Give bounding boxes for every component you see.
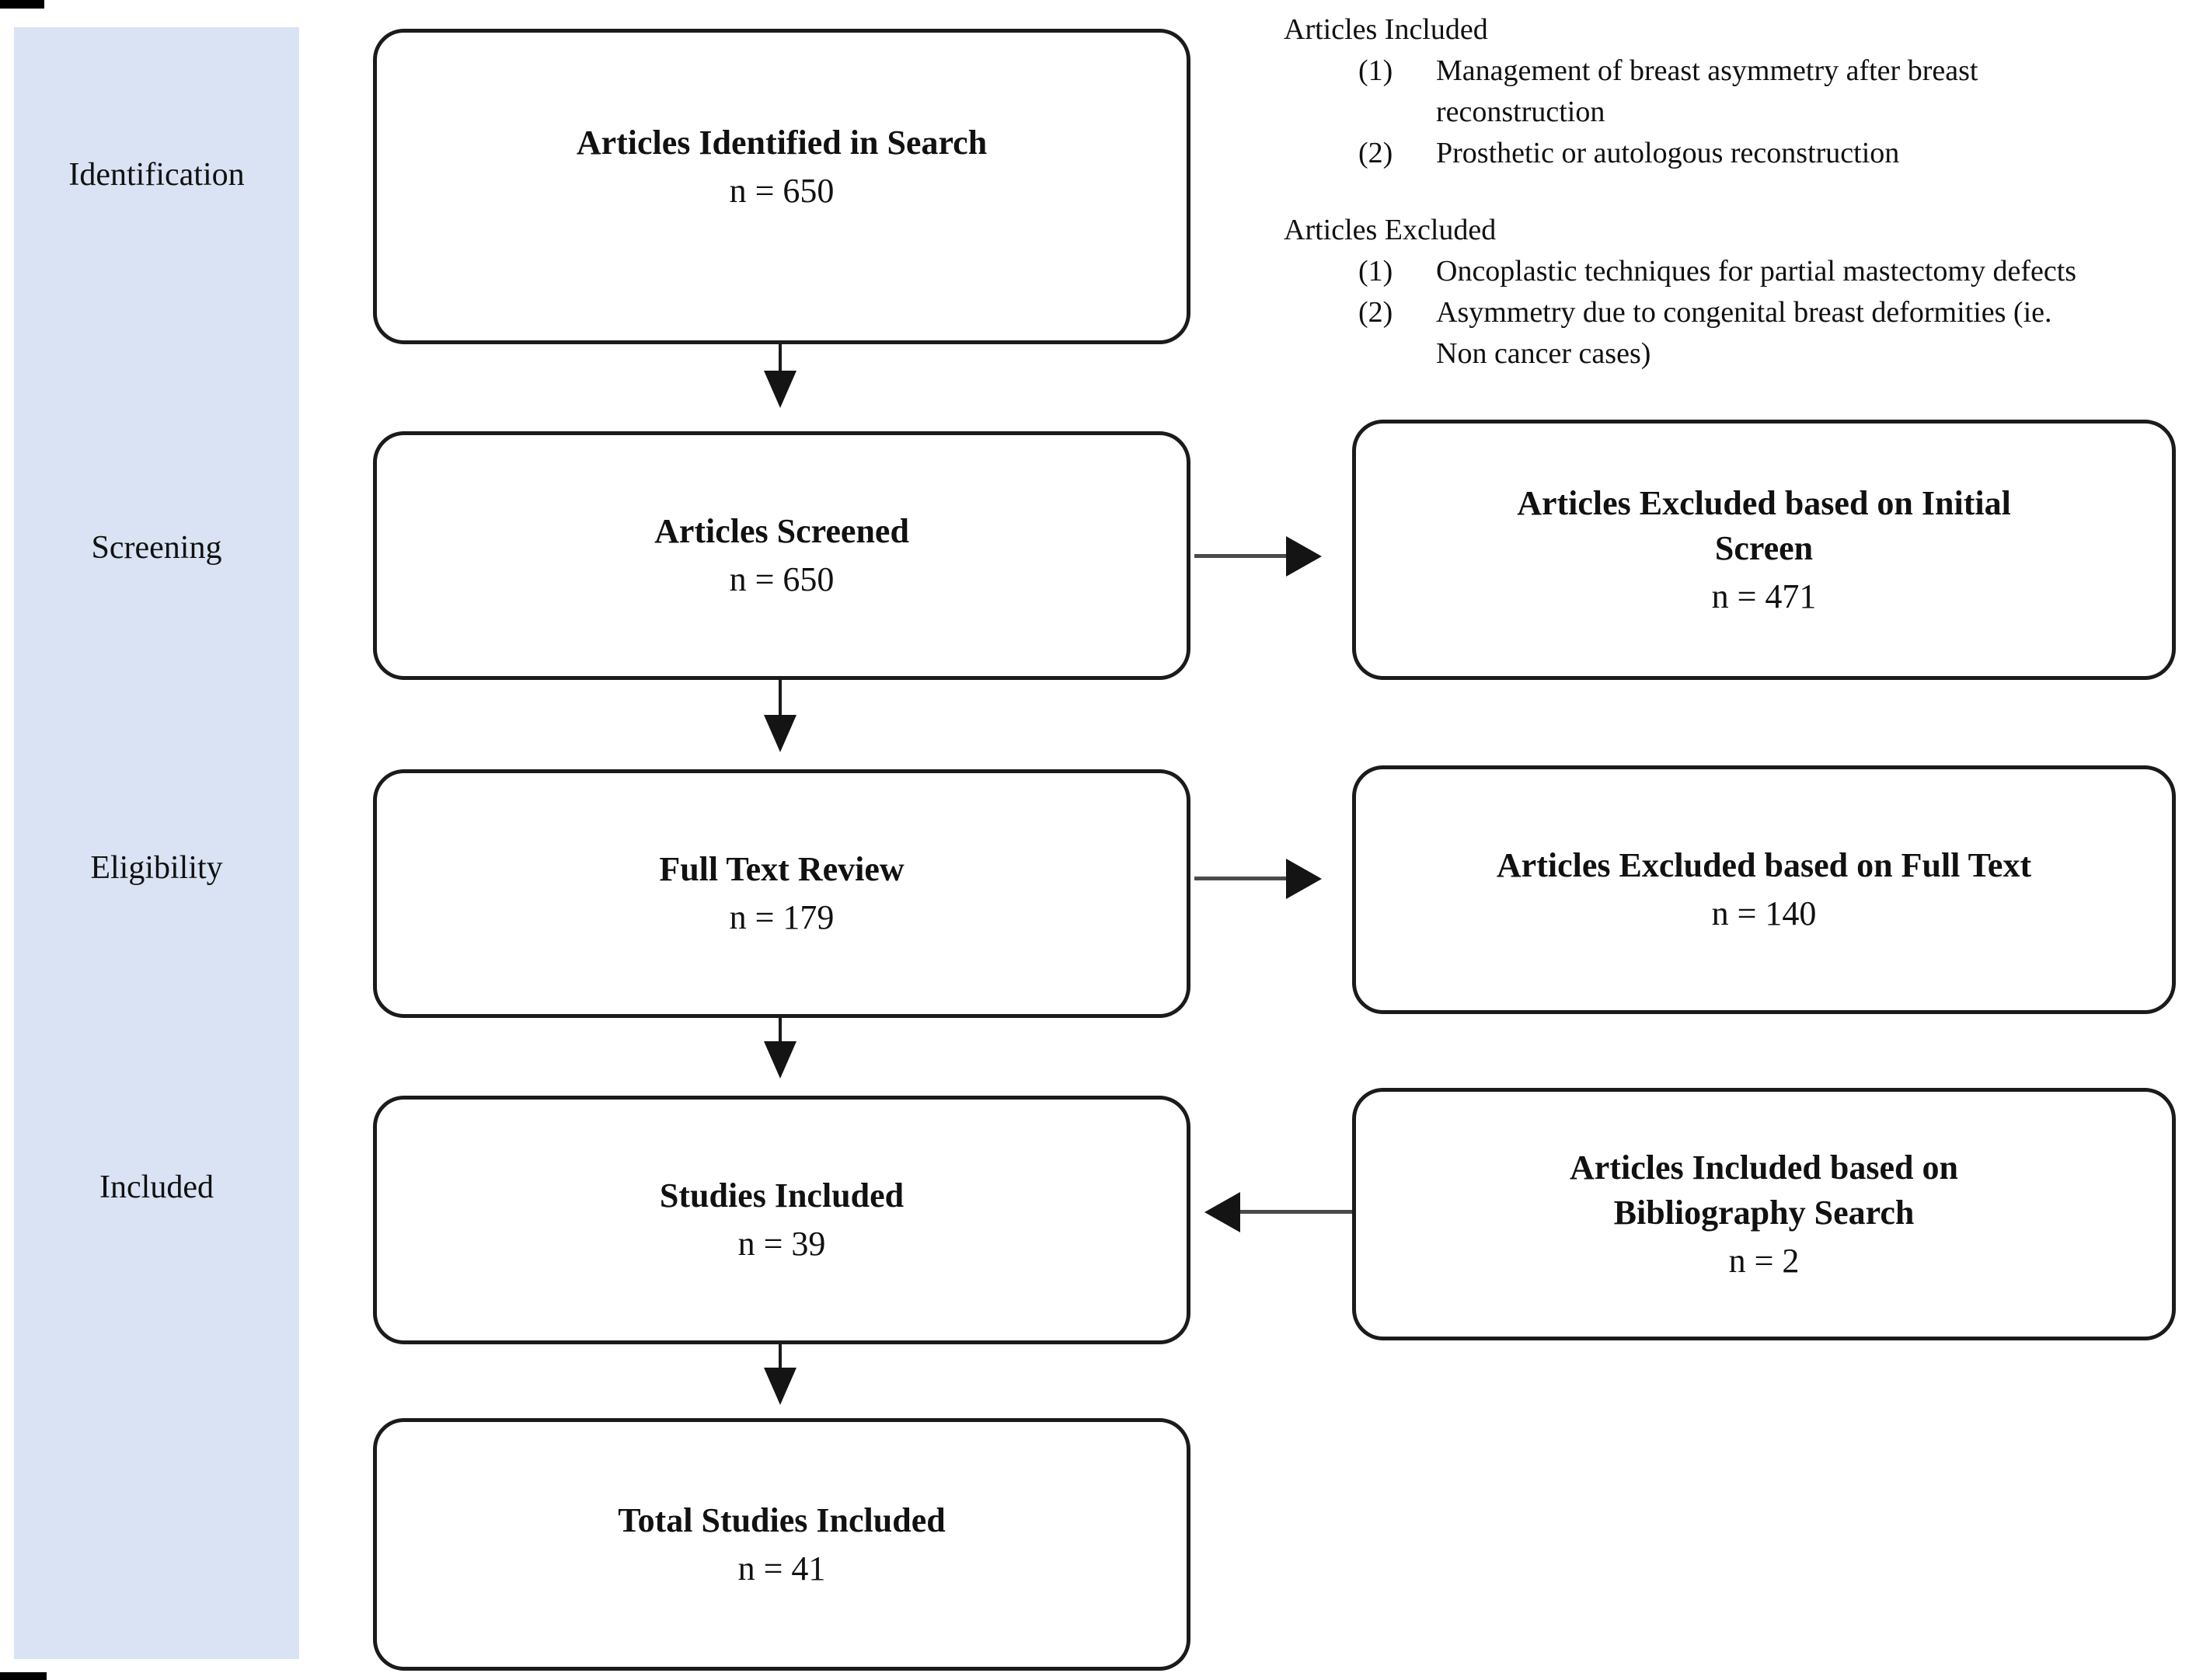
item-text: Asymmetry due to congenital breast defor… <box>1436 296 2052 370</box>
scan-artifact-bottom <box>0 1672 47 1680</box>
annotation-item: (2) Prosthetic or autologous reconstruct… <box>1358 133 2189 174</box>
phase-sidebar <box>14 27 299 1659</box>
scan-artifact-top <box>0 0 44 9</box>
arrow-down-4-head <box>764 1368 796 1405</box>
annotation-heading: Articles Excluded <box>1284 214 1497 246</box>
annotation-block: Articles Included (1) Management of brea… <box>1284 9 2189 375</box>
item-number: (2) <box>1358 137 1393 169</box>
phase-label-included: Included <box>99 1169 214 1205</box>
arrow-right-fulltext-shaft <box>1194 877 1286 880</box>
annotation-item: (2) Asymmetry due to congenital breast d… <box>1358 292 2189 375</box>
box-count: n = 41 <box>737 1549 826 1588</box>
box-articles-identified: Articles Identified in Search n = 650 <box>373 29 1190 344</box>
item-number: (2) <box>1358 296 1393 329</box>
annotation-heading: Articles Included <box>1284 13 1488 46</box>
box-count: n = 179 <box>729 898 835 936</box>
arrow-down-1-shaft <box>779 344 782 372</box>
arrow-down-2-head <box>764 715 796 752</box>
annotation-item: (1) Oncoplastic techniques for partial m… <box>1358 251 2189 292</box>
phase-label-identification: Identification <box>68 157 245 193</box>
box-count: n = 650 <box>729 560 835 598</box>
annotation-section-excluded: Articles Excluded (1) Oncoplastic techni… <box>1284 210 2189 375</box>
box-count: n = 471 <box>1711 577 1817 615</box>
box-articles-screened: Articles Screened n = 650 <box>373 431 1190 680</box>
box-title: Total Studies Included <box>618 1500 946 1539</box>
box-excluded-initial-screen: Articles Excluded based on Initial Scree… <box>1352 420 2176 680</box>
item-text: Prosthetic or autologous reconstruction <box>1436 137 1900 169</box>
arrow-left-bibliography-shaft <box>1240 1210 1352 1214</box>
phase-label-eligibility: Eligibility <box>90 850 223 886</box>
arrow-right-screening-head <box>1286 536 1322 577</box>
box-title: Articles Excluded based on Initial Scree… <box>1517 483 2011 567</box>
arrow-down-2-shaft <box>779 680 782 716</box>
box-count: n = 650 <box>729 172 835 210</box>
arrow-down-3-head <box>764 1041 796 1079</box>
annotation-item: (1) Management of breast asymmetry after… <box>1358 51 2189 133</box>
box-full-text-review: Full Text Review n = 179 <box>373 769 1190 1018</box>
box-title: Studies Included <box>659 1176 905 1215</box>
arrow-down-3-shaft <box>779 1018 782 1043</box>
box-title: Articles Excluded based on Full Text <box>1496 846 2032 884</box>
box-studies-included: Studies Included n = 39 <box>373 1096 1190 1344</box>
box-count: n = 140 <box>1711 894 1817 932</box>
box-total-studies-included: Total Studies Included n = 41 <box>373 1418 1190 1671</box>
arrow-left-bibliography-head <box>1204 1192 1240 1232</box>
item-number: (1) <box>1358 255 1393 288</box>
box-included-bibliography: Articles Included based on Bibliography … <box>1352 1088 2176 1340</box>
arrow-down-4-shaft <box>779 1344 782 1369</box>
arrow-right-fulltext-head <box>1286 859 1322 899</box>
arrow-down-1-head <box>764 371 796 408</box>
phase-label-screening: Screening <box>91 530 222 566</box>
annotation-section-included: Articles Included (1) Management of brea… <box>1284 9 2189 174</box>
box-title: Full Text Review <box>659 850 905 888</box>
item-text: Oncoplastic techniques for partial maste… <box>1436 255 2077 288</box>
item-number: (1) <box>1358 54 1393 87</box>
box-title: Articles Identified in Search <box>576 124 988 162</box>
box-excluded-full-text: Articles Excluded based on Full Text n =… <box>1352 765 2176 1014</box>
box-title: Articles Screened <box>654 512 909 550</box>
arrow-right-screening-shaft <box>1194 554 1286 558</box>
item-text: Management of breast asymmetry after bre… <box>1436 54 1978 128</box>
box-count: n = 2 <box>1728 1241 1800 1280</box>
box-count: n = 39 <box>737 1225 826 1263</box>
box-title: Articles Included based on Bibliography … <box>1570 1148 1958 1232</box>
